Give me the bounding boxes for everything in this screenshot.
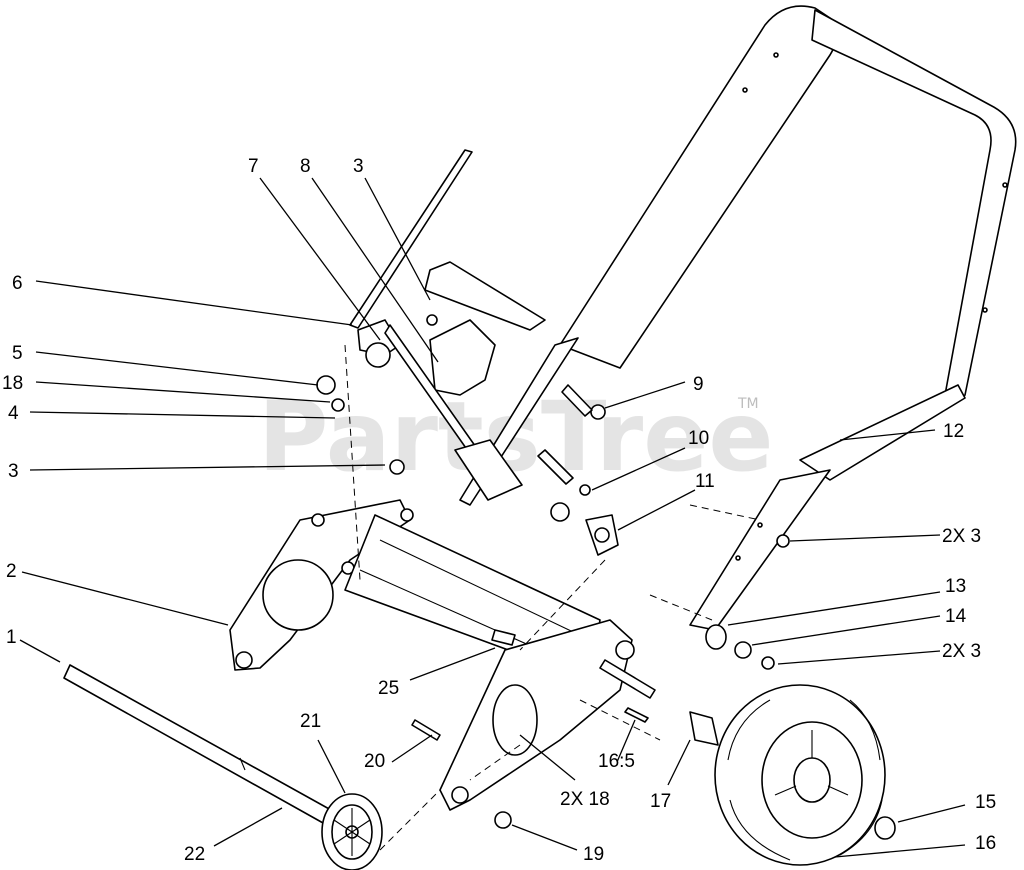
main-wheel xyxy=(714,684,886,866)
callout-5: 5 xyxy=(12,343,23,364)
callout-12: 12 xyxy=(943,421,964,442)
callout-1: 1 xyxy=(6,627,17,648)
callout-7: 7 xyxy=(248,156,259,177)
callout-2x18: 2X 18 xyxy=(560,789,610,810)
callout-8: 8 xyxy=(300,156,311,177)
watermark-trademark: TM xyxy=(737,396,759,412)
callout-17: 17 xyxy=(650,791,671,812)
callout-3-left: 3 xyxy=(8,461,19,482)
callout-25: 25 xyxy=(378,678,399,699)
axle xyxy=(63,664,341,829)
callout-2x3-upper: 2X 3 xyxy=(942,526,981,547)
watermark: PartsTree TM xyxy=(258,381,773,493)
callout-9: 9 xyxy=(693,374,704,395)
callout-16-5: 16:5 xyxy=(598,751,635,772)
callout-22: 22 xyxy=(184,844,205,865)
callout-21: 21 xyxy=(300,711,321,732)
callout-11: 11 xyxy=(695,471,715,492)
callout-14: 14 xyxy=(945,606,967,627)
callout-4: 4 xyxy=(8,403,19,424)
callout-3-top: 3 xyxy=(353,156,364,177)
callout-13: 13 xyxy=(945,576,966,597)
leader-lines xyxy=(19,177,966,858)
callout-6: 6 xyxy=(12,273,23,294)
frame-housing xyxy=(229,499,635,811)
callout-labels: 6 5 18 4 3 2 1 7 8 3 9 10 11 12 2X 3 13 … xyxy=(2,156,996,865)
callout-19: 19 xyxy=(583,844,604,865)
callout-16: 16 xyxy=(975,833,996,854)
alignment-lines xyxy=(344,344,761,851)
handle-assembly xyxy=(459,5,1017,631)
callout-10: 10 xyxy=(688,428,709,449)
callout-2x3-lower: 2X 3 xyxy=(942,641,981,662)
hardware xyxy=(411,404,896,840)
small-wheel xyxy=(321,793,383,870)
watermark-text: PartsTree xyxy=(258,381,773,493)
callout-2: 2 xyxy=(6,561,17,582)
callout-18: 18 xyxy=(2,373,23,394)
callout-20: 20 xyxy=(364,751,385,772)
pivot-brackets xyxy=(316,149,619,556)
callout-15: 15 xyxy=(975,792,996,813)
